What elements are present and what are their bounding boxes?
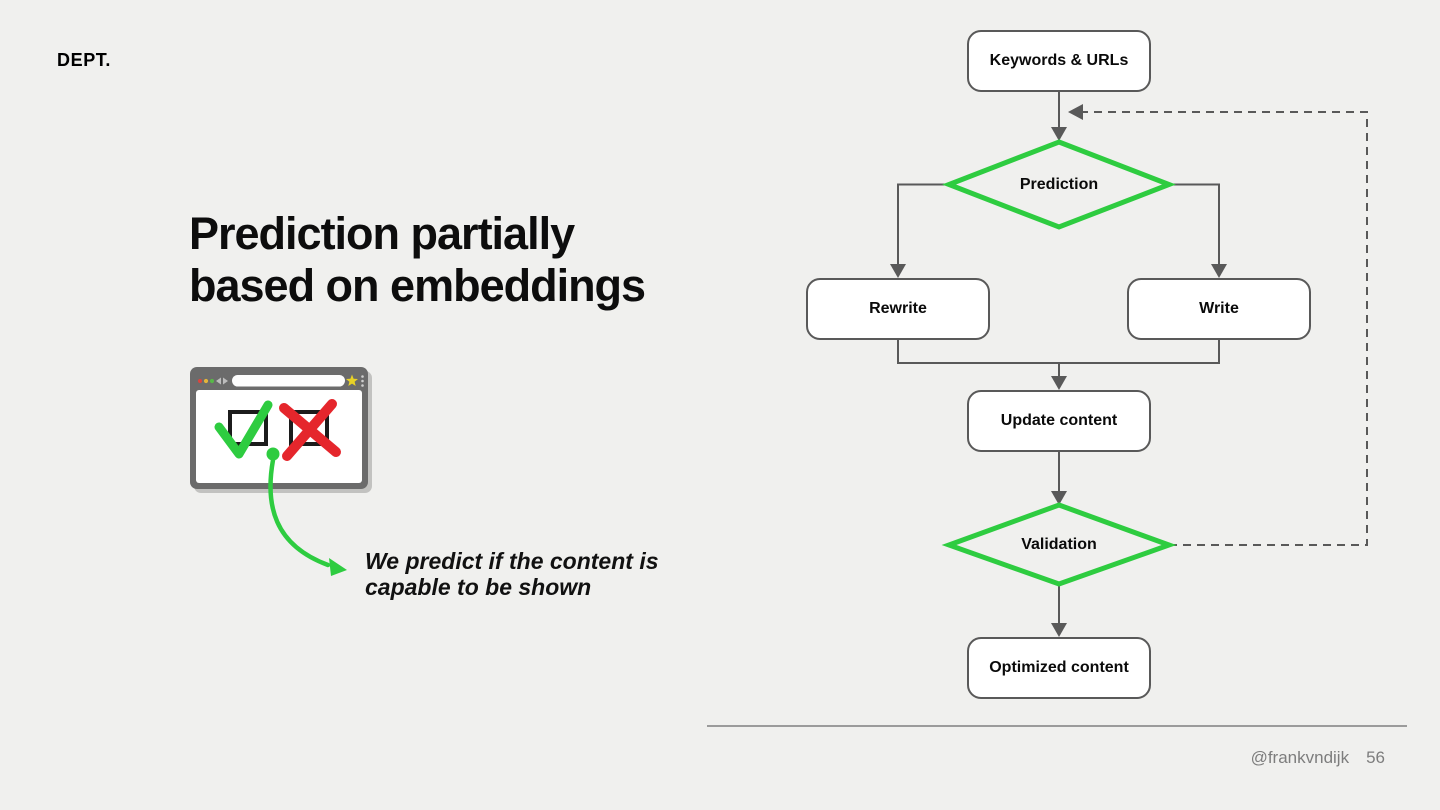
flow-node-prediction: Prediction (1019, 176, 1099, 193)
arrowhead-into-update (1051, 376, 1067, 390)
slide-title: Prediction partially based on embeddings (189, 208, 749, 312)
browser-window-illustration (190, 367, 372, 493)
traffic-light-yellow-icon (203, 378, 209, 384)
footer-page-number: 56 (1366, 748, 1385, 767)
checkmark-icon (214, 400, 273, 459)
traffic-light-red-icon (197, 378, 203, 384)
slide-title-line1: Prediction partially (189, 208, 575, 259)
slide-title-line2: based on embeddings (189, 260, 646, 311)
arrowhead-feedback-left (1068, 104, 1083, 120)
arrowhead-into-validation (1051, 491, 1067, 505)
validation-diamond-shape (941, 502, 1177, 587)
flow-node-keywords-urls: Keywords & URLs (967, 30, 1151, 92)
arrowhead-into-prediction (1051, 127, 1067, 141)
flowchart-arrowheads (890, 104, 1227, 637)
flow-node-label: Optimized content (989, 659, 1129, 676)
flow-node-write: Write (1127, 278, 1311, 340)
annotation-caption-line2: capable to be shown (365, 574, 592, 600)
cross-icon (279, 399, 341, 461)
dept-logo: DEPT. (57, 50, 112, 70)
arrowhead (329, 558, 347, 576)
flow-node-update-content: Update content (967, 390, 1151, 452)
green-annotation-arrow (266, 447, 347, 576)
flowchart-connectors (897, 92, 1368, 624)
browser-forward-icon (223, 377, 228, 385)
slide-footer: @frankvndijk 56 (1251, 748, 1385, 768)
flow-node-label: Update content (1000, 412, 1118, 429)
arrow-origin-dot (266, 447, 280, 461)
checkbox-rejected (289, 410, 329, 446)
menu-dots-icon (361, 375, 364, 378)
arrowhead-into-rewrite (890, 264, 906, 278)
flow-node-validation: Validation (1021, 536, 1097, 553)
arrowhead-into-write (1211, 264, 1227, 278)
flow-node-rewrite: Rewrite (806, 278, 990, 340)
edge-prediction-to-rewrite (897, 183, 949, 266)
prediction-diamond-shape (942, 139, 1176, 230)
traffic-light-green-icon (209, 378, 215, 384)
flow-node-label: Rewrite (869, 300, 927, 317)
browser-back-icon (216, 377, 221, 385)
footer-handle: @frankvndijk (1250, 748, 1350, 767)
flow-node-optimized-content: Optimized content (967, 637, 1151, 699)
annotation-caption-line1: We predict if the content is (365, 548, 659, 574)
annotation-caption: We predict if the content is capable to … (365, 548, 705, 600)
edge-prediction-to-write (1169, 183, 1220, 266)
flow-node-label: Write (1199, 300, 1239, 317)
edge-merge-to-update (897, 340, 1220, 364)
flow-node-label: Keywords & URLs (989, 52, 1129, 69)
edge-validation-feedback-dashed (1083, 111, 1368, 546)
bookmark-star-icon (346, 374, 358, 386)
url-bar (232, 375, 345, 387)
arrowhead-into-optimized (1051, 623, 1067, 637)
